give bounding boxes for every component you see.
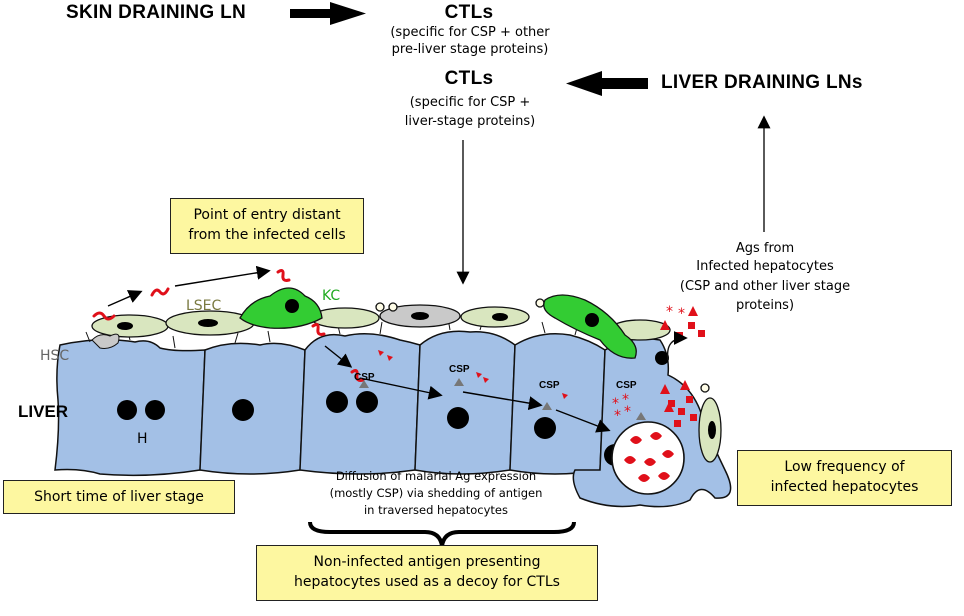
csp-label-4: CSP	[616, 380, 637, 391]
ctl-liver-title: CTLs	[444, 68, 494, 89]
kupffer-nucleus-1	[285, 299, 299, 313]
released-antigens	[660, 306, 705, 427]
liver-ln-to-ctl-arrow	[566, 71, 648, 96]
low-frequency-line2: infected hepatocytes	[770, 479, 919, 495]
entry-point-line2: from the infected cells	[188, 227, 346, 243]
ags-line2: Infected hepatocytes	[696, 259, 834, 274]
hepatocyte-5	[509, 333, 606, 475]
entry-point-line1: Point of entry distant	[193, 207, 341, 223]
svg-text:*: *	[624, 404, 631, 420]
ctl-pre-liver-line1: (specific for CSP + other	[390, 25, 550, 40]
ctl-pre-liver-line2: pre-liver stage proteins)	[391, 42, 549, 57]
svg-text:*: *	[614, 408, 621, 424]
kupffer-cell-1	[239, 287, 323, 329]
ags-line1: Ags from	[735, 241, 795, 256]
diffusion-line3: in traversed hepatocytes	[363, 503, 508, 517]
lsec-label: LSEC	[186, 298, 222, 314]
decoy-brace	[308, 521, 576, 547]
short-time-box: Short time of liver stage	[3, 480, 235, 514]
decoy-box: Non-infected antigen presenting hepatocy…	[256, 545, 598, 601]
parasitophorous-vacuole	[611, 421, 685, 495]
csp-antigen-marks	[378, 350, 568, 399]
ags-line3: (CSP and other liver stage	[679, 279, 851, 294]
entry-point-box: Point of entry distant from the infected…	[170, 198, 364, 254]
hsc-label: HSC	[40, 348, 70, 364]
svg-text:*: *	[678, 306, 685, 322]
liver-draining-ln-label: LIVER DRAINING LNs	[661, 72, 863, 93]
antigen-stars: ** ** **	[612, 304, 685, 424]
hsc-cell	[91, 333, 120, 349]
skin-draining-ln-label: SKIN DRAINING LN	[66, 2, 247, 23]
merozoites	[624, 432, 674, 482]
lsec-nuclei	[117, 312, 716, 439]
ags-line4: proteins)	[735, 298, 795, 313]
kc-label: KC	[322, 288, 341, 304]
csp-label-1: CSP	[354, 372, 375, 383]
csp-label-3: CSP	[539, 380, 560, 391]
decoy-line2: hepatocytes used as a decoy for CTLs	[294, 574, 560, 590]
skin-to-ctl-arrow	[290, 2, 366, 25]
csp-label-2: CSP	[449, 364, 470, 375]
low-frequency-line1: Low frequency of	[784, 459, 905, 475]
csp-shedding-arrows	[359, 378, 646, 428]
diffusion-line1: Diffusion of malarial Ag expression	[335, 469, 537, 483]
low-frequency-box: Low frequency of infected hepatocytes	[737, 450, 952, 506]
parasite-path-arrows	[107, 265, 611, 433]
svg-text:*: *	[612, 396, 619, 412]
hepatocyte-4	[414, 330, 516, 475]
liver-label: LIVER	[18, 402, 69, 421]
hepatocyte-label: H	[137, 431, 148, 447]
kupffer-nucleus-2	[585, 313, 599, 327]
svg-text:*: *	[622, 392, 629, 408]
short-time-text: Short time of liver stage	[34, 489, 204, 505]
antigen-efflux-arrow	[666, 331, 688, 361]
svg-text:*: *	[666, 304, 673, 320]
ctl-liver-line2: liver-stage proteins)	[404, 114, 536, 129]
decoy-line1: Non-infected antigen presenting	[313, 554, 541, 570]
ctl-liver-line1: (specific for CSP +	[409, 95, 531, 110]
diffusion-line2: (mostly CSP) via shedding of antigen	[329, 486, 543, 500]
ctl-pre-liver-title: CTLs	[444, 2, 494, 23]
